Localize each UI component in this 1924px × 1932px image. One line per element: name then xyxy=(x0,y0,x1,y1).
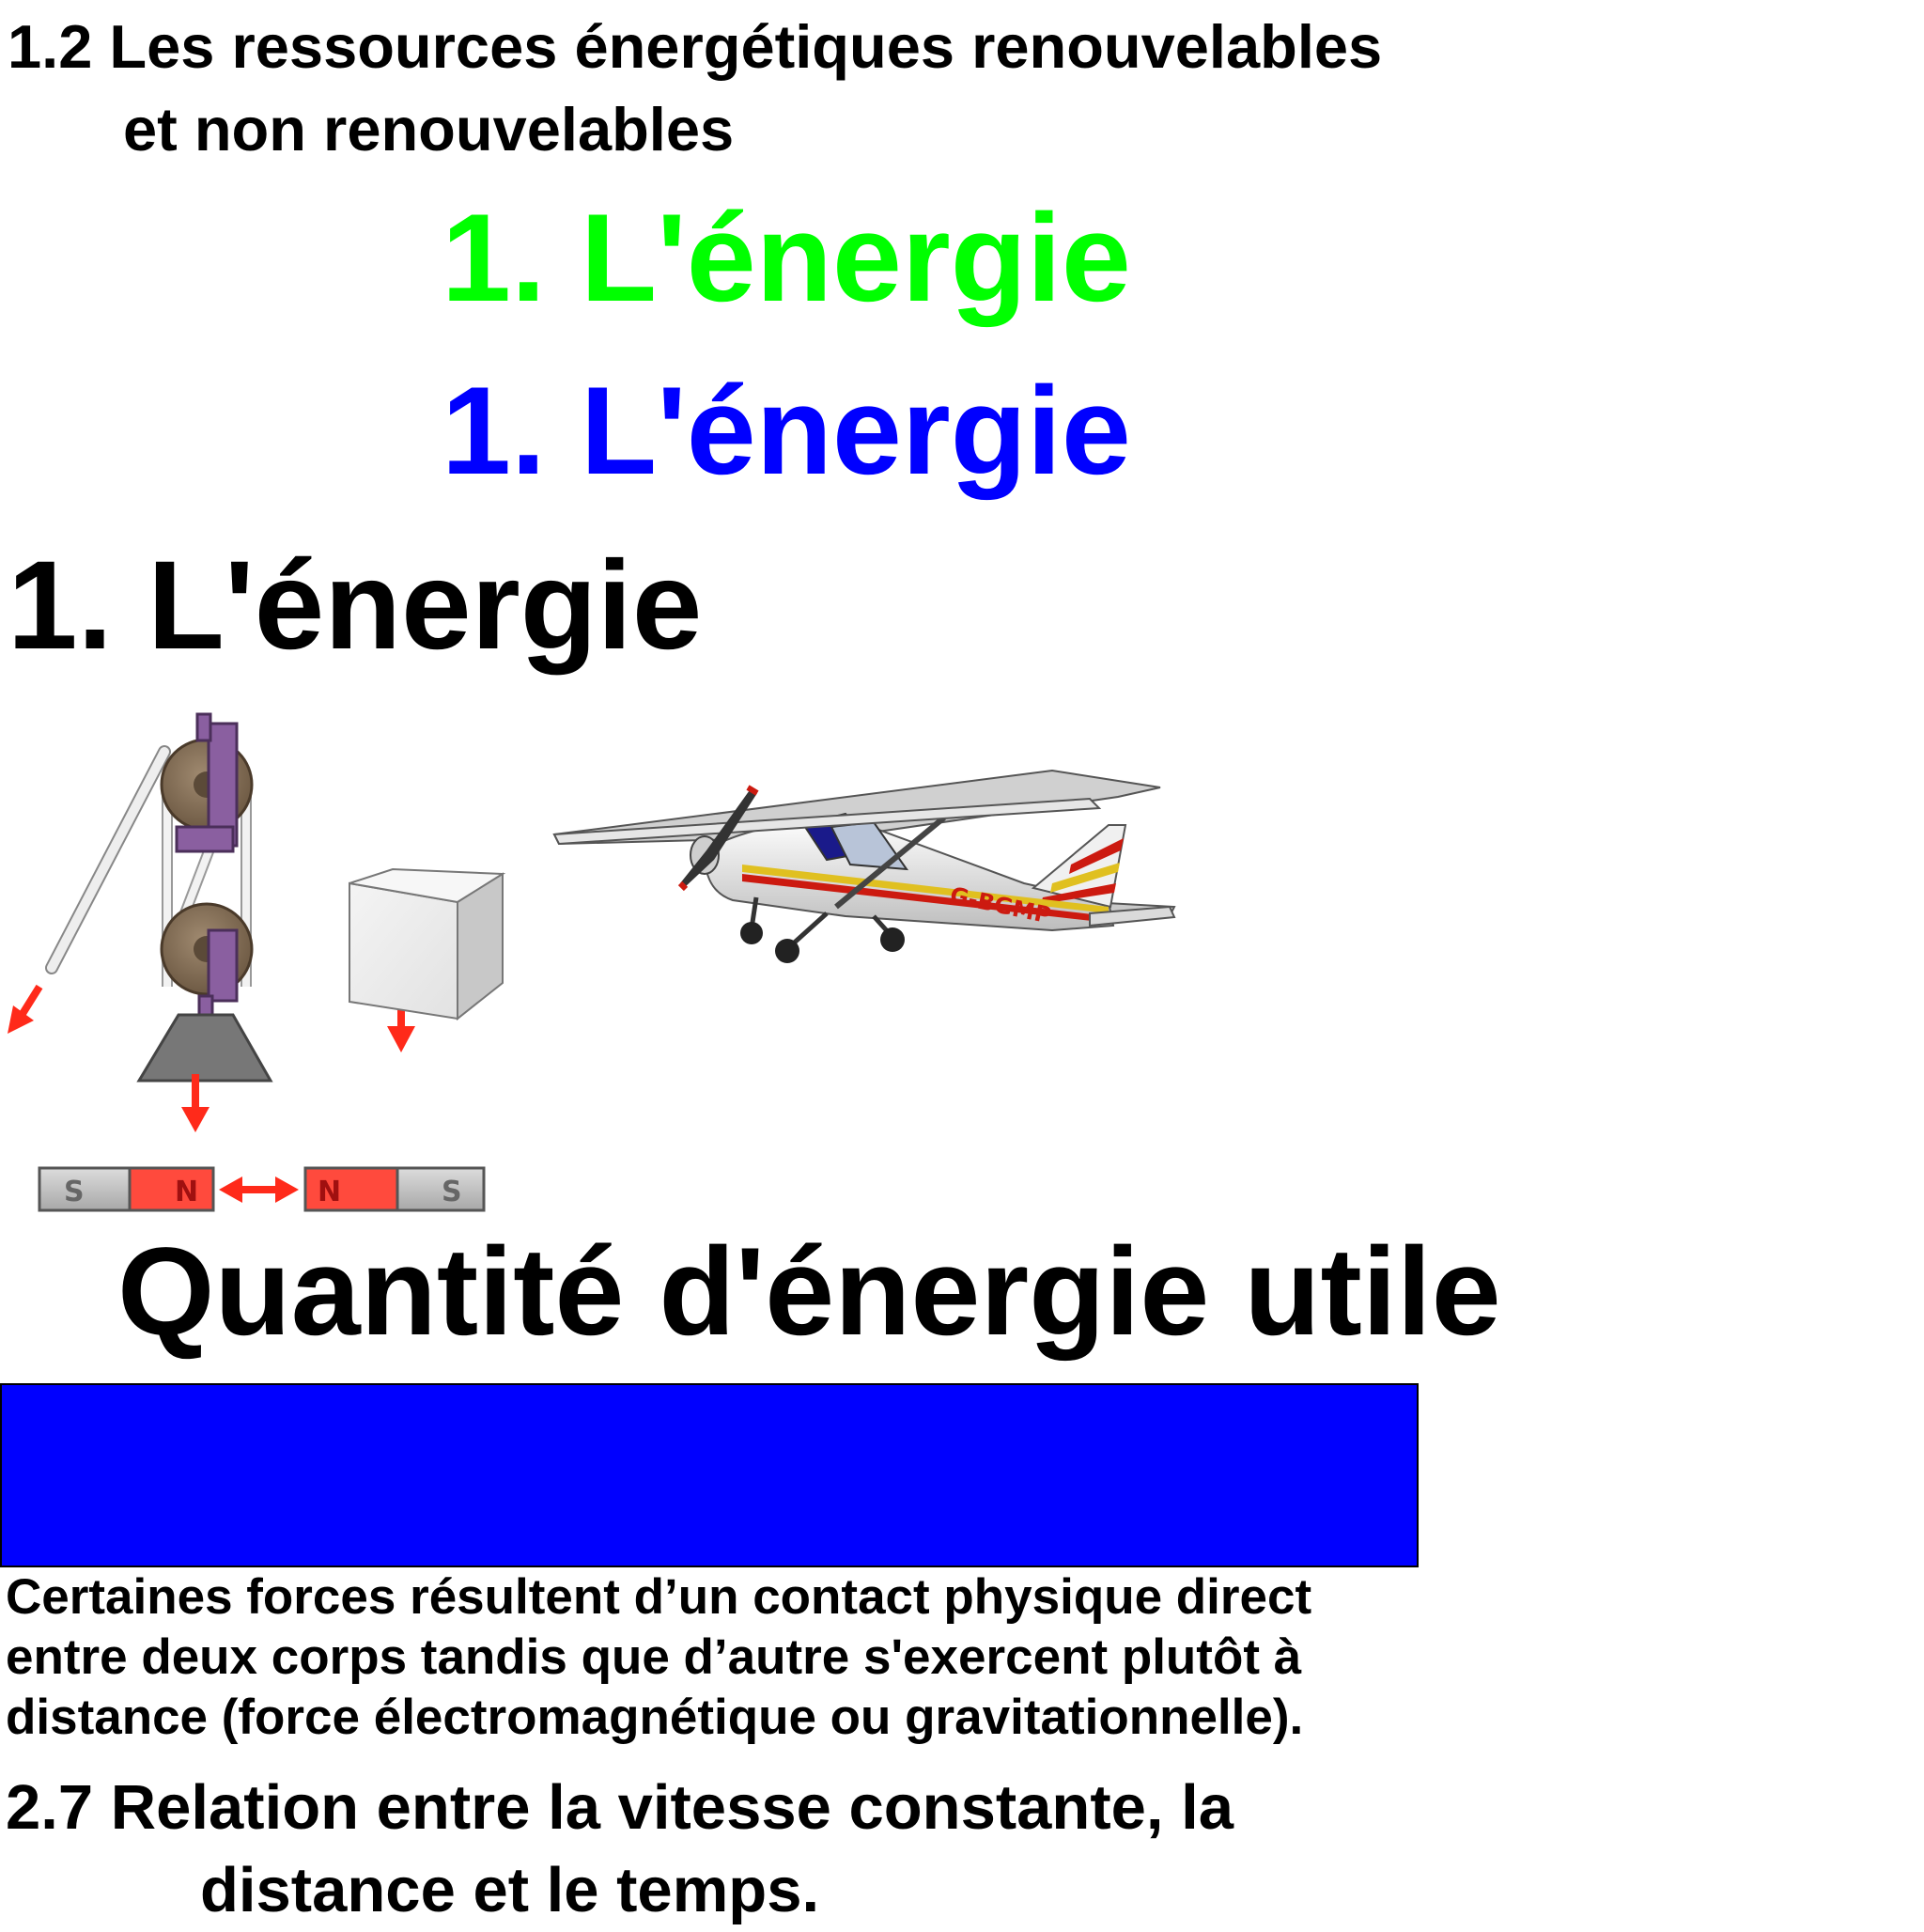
energy-title-black: 1. L'énergie xyxy=(8,536,703,676)
magnet-right-pole-n: N xyxy=(318,1176,341,1208)
useful-energy-title: Quantité d'énergie utile xyxy=(117,1223,1501,1362)
rope-pull-arrow xyxy=(8,984,43,1034)
propeller-icon xyxy=(680,787,757,888)
forces-paragraph-line2: entre deux corps tandis que d’autre s'ex… xyxy=(6,1629,1302,1685)
hanging-weight xyxy=(136,1013,273,1083)
upper-pulley-frame xyxy=(207,722,239,848)
airplane: G-BGMP xyxy=(552,769,1176,963)
magnet-repulsion-arrow xyxy=(219,1176,299,1203)
section-heading-line1: 1.2 Les ressources énergétiques renouvel… xyxy=(8,12,1383,81)
lower-pulley-frame xyxy=(207,928,239,1003)
magnets: S N N S xyxy=(38,1166,486,1212)
magnet-left: S N xyxy=(38,1166,215,1212)
section-heading-2-7: 2.7 Relation entre la vitesse constante,… xyxy=(6,1767,1234,1932)
section-heading-line2: et non renouvelables xyxy=(123,95,735,164)
relation-heading-line1: 2.7 Relation entre la vitesse constante,… xyxy=(6,1772,1234,1843)
energy-title-blue: 1. L'énergie xyxy=(442,362,1131,501)
section-heading-1-2: 1.2 Les ressources énergétiques renouvel… xyxy=(8,6,1382,171)
magnet-left-pole-n: N xyxy=(175,1176,198,1208)
force-arrows xyxy=(8,984,415,1132)
magnet-right: N S xyxy=(303,1166,486,1212)
magnet-right-pole-s: S xyxy=(442,1176,462,1208)
weight-gravity-arrow xyxy=(181,1074,209,1132)
forces-paragraph-line3: distance (force électromagnétique ou gra… xyxy=(6,1690,1304,1745)
blue-band xyxy=(0,1383,1419,1567)
magnet-left-pole-s: S xyxy=(64,1176,85,1208)
forces-paragraph-line1: Certaines forces résultent d’un contact … xyxy=(6,1569,1312,1625)
forces-paragraph: Certaines forces résultent d’un contact … xyxy=(6,1567,1311,1748)
relation-heading-line2: distance et le temps. xyxy=(200,1855,820,1925)
forces-illustration: S N N S G-BGMP xyxy=(8,712,1176,1212)
energy-title-green: 1. L'énergie xyxy=(442,189,1131,328)
box-cube xyxy=(349,867,506,1021)
pulley-system xyxy=(45,712,273,1083)
